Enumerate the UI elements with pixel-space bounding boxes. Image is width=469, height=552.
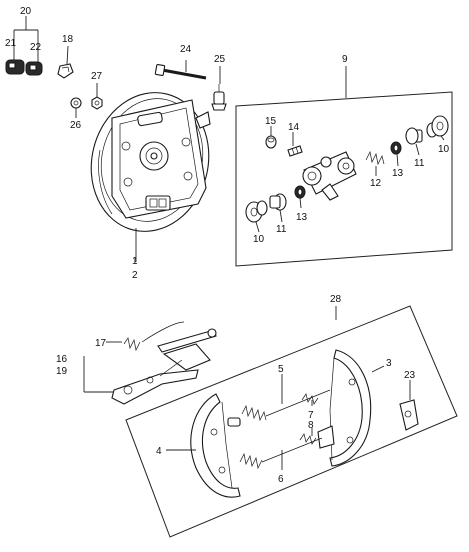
spring-part-7	[301, 393, 319, 405]
brake-shoe-part-3	[317, 349, 372, 467]
callout-10-left: 10	[253, 234, 265, 245]
bleeder-part-14	[287, 145, 303, 157]
callout-16: 16	[56, 354, 68, 365]
spring-part-12	[365, 150, 385, 166]
return-spring-17	[123, 337, 141, 352]
callout-2: 2	[132, 270, 138, 281]
cup-part-13-left	[294, 185, 306, 199]
callout-20: 20	[20, 6, 32, 17]
callout-4: 4	[156, 446, 162, 457]
cup-part-13-right	[390, 141, 402, 155]
wheel-cylinder-body	[302, 151, 357, 201]
callout-19: 19	[56, 366, 68, 377]
callout-9: 9	[342, 54, 348, 65]
callout-10-right: 10	[438, 144, 450, 155]
brake-shoe-group-frame	[125, 305, 458, 538]
boot-part-10-left	[245, 200, 268, 223]
parking-lever-rod	[141, 321, 217, 371]
callout-25: 25	[214, 54, 226, 65]
callout-15: 15	[265, 116, 277, 127]
callout-27: 27	[91, 71, 103, 82]
bleeder-part-25	[211, 84, 227, 111]
callout-17: 17	[95, 338, 107, 349]
callout-12: 12	[370, 178, 382, 189]
callout-14: 14	[288, 122, 300, 133]
backing-plate	[90, 92, 211, 232]
callout-18: 18	[62, 34, 74, 45]
callout-24: 24	[180, 44, 192, 55]
callout-8: 8	[308, 420, 314, 431]
callout-3: 3	[386, 358, 392, 369]
brake-shoe-part-4	[190, 393, 241, 498]
callout-26: 26	[70, 120, 82, 131]
piston-part-11-left	[269, 193, 287, 211]
spring-part-8	[299, 433, 317, 445]
lower-spring-part-6	[239, 437, 323, 470]
callout-6: 6	[278, 474, 284, 485]
parking-lever-arm	[111, 359, 199, 405]
callout-11-left: 11	[276, 224, 287, 235]
adjuster-nut-pair	[5, 59, 43, 76]
adjuster-part-23	[399, 399, 419, 431]
callout-13-right: 13	[392, 168, 404, 179]
bolt-part-24	[154, 63, 207, 80]
wheel-cylinder-group-frame	[235, 91, 453, 267]
callout-28: 28	[330, 294, 342, 305]
callout-11-right: 11	[414, 158, 425, 169]
clip-part-18	[57, 63, 74, 79]
callout-5: 5	[278, 364, 284, 375]
callout-21: 21	[5, 38, 17, 49]
nut-part-26	[70, 97, 82, 109]
boot-part-10-right	[426, 115, 449, 138]
callout-7: 7	[308, 410, 314, 421]
piston-part-11-right	[405, 127, 423, 145]
nut-part-27	[91, 96, 103, 110]
cap-part-15	[265, 135, 277, 149]
callout-1: 1	[132, 256, 138, 267]
callout-13-left: 13	[296, 212, 308, 223]
callout-23: 23	[404, 370, 416, 381]
callout-22: 22	[30, 42, 42, 53]
upper-spring-part-5	[241, 389, 331, 422]
